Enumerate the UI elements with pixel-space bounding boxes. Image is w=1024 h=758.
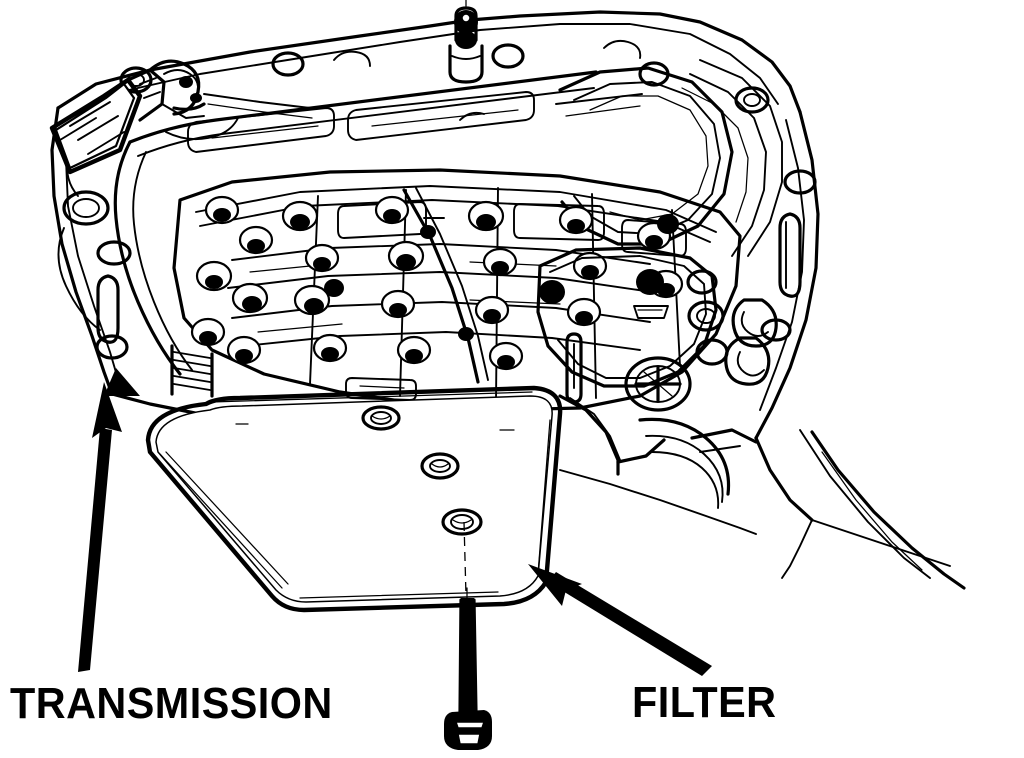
valve-bosses	[190, 195, 684, 371]
transmission-case	[50, 10, 966, 590]
stud-pin	[448, 0, 484, 84]
solenoid-bracket	[536, 246, 771, 509]
bolt-threads	[461, 605, 477, 701]
electrical-connector	[49, 59, 313, 175]
filter-bolt-assembly	[444, 521, 492, 750]
filter-pan	[145, 385, 563, 613]
transmission-arrow	[78, 382, 122, 672]
bolt-boss	[361, 405, 483, 536]
filter-label: FILTER	[632, 678, 777, 727]
centerline	[463, 521, 467, 597]
transmission-label: TRANSMISSION	[10, 679, 333, 728]
valve-spring	[170, 344, 214, 398]
callout-arrows	[78, 382, 712, 676]
phillips-screw	[624, 356, 692, 412]
valve-body	[104, 168, 742, 412]
filter-arrow	[528, 564, 712, 676]
